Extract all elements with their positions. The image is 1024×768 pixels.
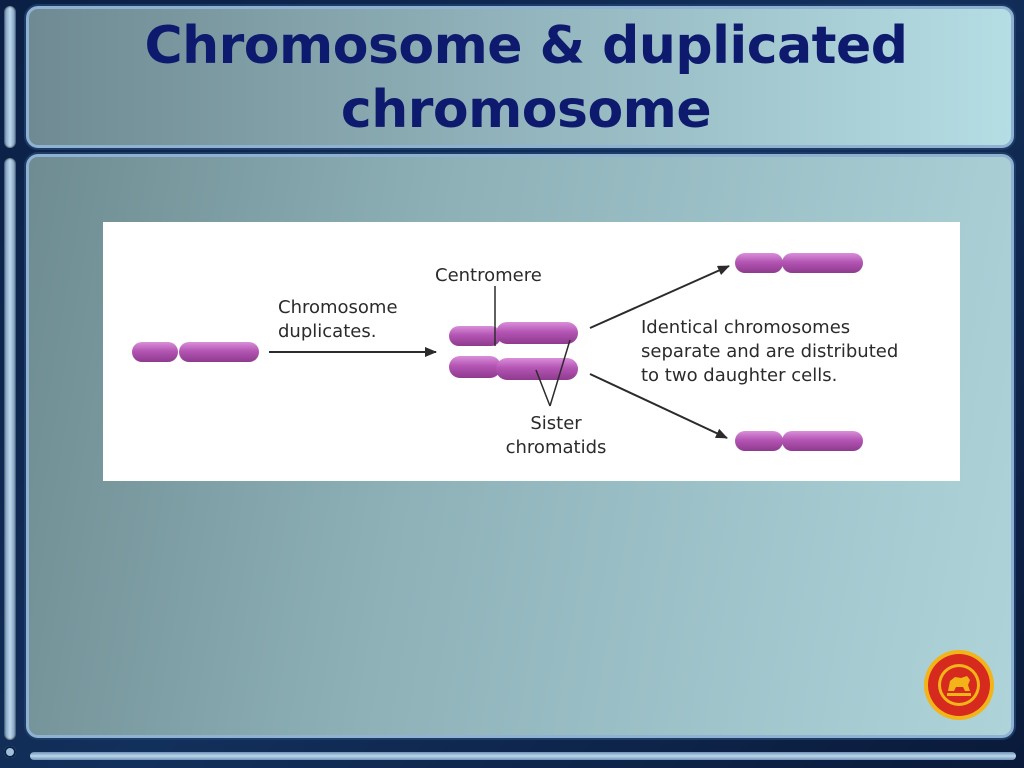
rail-dot-decoration: [4, 746, 16, 758]
bottom-rail-decoration: [30, 752, 1016, 760]
chromosome-diagram: Chromosome duplicates. Centromere Sister…: [103, 222, 960, 481]
slide-title-line-1: Chromosome & duplicated: [144, 16, 908, 76]
slide-title: Chromosome & duplicated chromosome: [26, 14, 1024, 142]
duplicated-chromosome: [449, 322, 578, 380]
chromosome-duplicates-label: Chromosome duplicates.: [278, 296, 398, 344]
left-rail-decoration-2: [4, 158, 16, 740]
identical-label-line-1: Identical chromosomes: [641, 317, 851, 338]
daughter-chromosome-upper: [735, 253, 863, 273]
identical-label-line-3: to two daughter cells.: [641, 365, 838, 386]
emblem-logo-icon: [923, 649, 995, 721]
centromere-label: Centromere: [435, 265, 542, 286]
duplicates-label-line-2: duplicates.: [278, 321, 377, 342]
lower-separation-arrow: [589, 373, 728, 439]
sister-label-line-1: Sister: [530, 413, 582, 434]
slide-title-line-2: chromosome: [340, 80, 712, 140]
identical-chromosomes-label: Identical chromosomes separate and are d…: [641, 316, 898, 388]
identical-label-line-2: separate and are distributed: [641, 341, 899, 362]
upper-separation-arrow: [589, 265, 730, 329]
daughter-chromosome-lower: [735, 431, 863, 451]
diagram-graphics: [132, 253, 863, 451]
sister-chromatids-label: Sister chromatids: [491, 412, 621, 460]
title-panel: [26, 6, 1014, 148]
sister-pointer-upper: [549, 339, 571, 407]
duplicates-label-line-1: Chromosome: [278, 297, 398, 318]
sister-pointer-lower: [535, 369, 551, 407]
sister-label-line-2: chromatids: [505, 437, 607, 458]
single-chromosome: [132, 342, 259, 362]
left-rail-decoration: [4, 6, 16, 148]
